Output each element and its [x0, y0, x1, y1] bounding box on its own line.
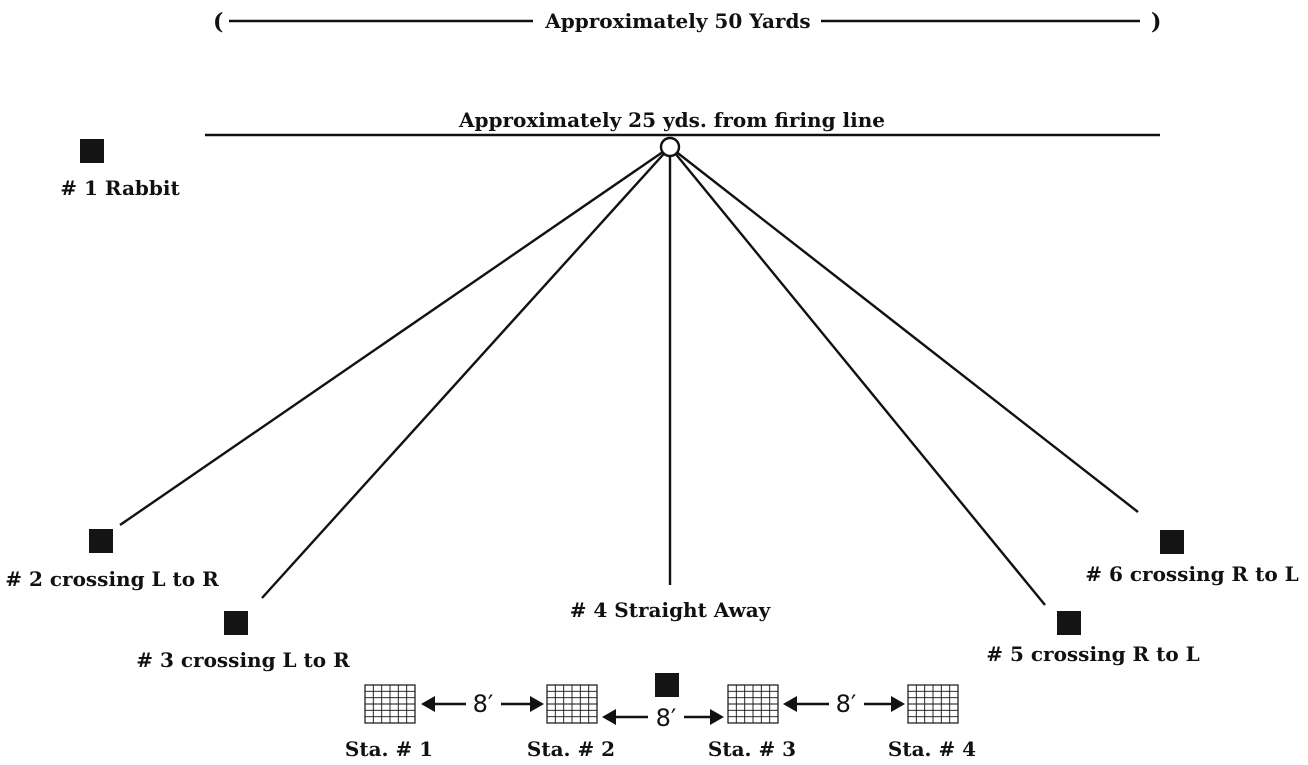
spacing-label: 8′ — [836, 690, 857, 718]
target-marker — [1057, 611, 1081, 635]
target-marker — [89, 529, 113, 553]
target-2: # 2 crossing L to R — [5, 529, 219, 591]
target-6: # 6 crossing R to L — [1085, 530, 1299, 586]
paren-close: ) — [1151, 9, 1161, 35]
flight-path-5 — [669, 146, 1046, 606]
station-pad-grid — [547, 685, 597, 723]
target-marker — [655, 673, 679, 697]
target-label: # 3 crossing L to R — [136, 648, 350, 672]
arrow-head-right — [530, 696, 544, 712]
station-label-1: Sta. # 1 — [345, 737, 433, 761]
trap-origin-marker — [659, 136, 681, 158]
station-label-3: Sta. # 3 — [708, 737, 796, 761]
spacing-label: 8′ — [656, 704, 677, 732]
target-label: # 1 Rabbit — [60, 176, 180, 200]
target-label: # 4 Straight Away — [570, 598, 772, 622]
flight-path-6 — [669, 146, 1139, 513]
station-pad-grid — [728, 685, 778, 723]
station-label-2: Sta. # 2 — [527, 737, 615, 761]
target-label: # 5 crossing R to L — [986, 642, 1199, 666]
station-2 — [546, 684, 598, 724]
spacing-arrow-1-2: 8′ — [421, 690, 544, 718]
station-label-4: Sta. # 4 — [888, 737, 976, 761]
arrow-head-left — [421, 696, 435, 712]
arrow-head-left — [602, 709, 616, 725]
spacing-arrow-3-4: 8′ — [783, 690, 905, 718]
arrow-head-left — [783, 696, 797, 712]
field-width-dimension: ( Approximately 50 Yards ) — [213, 9, 1161, 35]
arrow-head-right — [891, 696, 905, 712]
trap-line-label: Approximately 25 yds. from firing line — [458, 108, 885, 132]
target-1: # 1 Rabbit — [60, 139, 180, 200]
station-pad-grid — [908, 685, 958, 723]
target-label: # 6 crossing R to L — [1085, 562, 1298, 586]
target-4: # 4 Straight Away — [570, 598, 772, 697]
spacing-label: 8′ — [473, 690, 494, 718]
target-marker — [80, 139, 104, 163]
station-3 — [727, 684, 779, 724]
station-pad-grid — [365, 685, 415, 723]
target-marker — [1160, 530, 1184, 554]
paren-open: ( — [213, 9, 223, 35]
target-3: # 3 crossing L to R — [136, 611, 350, 672]
flight-path-2 — [119, 146, 671, 526]
target-5: # 5 crossing R to L — [986, 611, 1200, 666]
target-marker — [224, 611, 248, 635]
arrow-head-right — [710, 709, 724, 725]
flight-paths — [119, 146, 1139, 606]
flight-path-3 — [261, 146, 671, 599]
field-width-label: Approximately 50 Yards — [544, 9, 810, 33]
station-1 — [364, 684, 416, 724]
target-label: # 2 crossing L to R — [5, 567, 219, 591]
station-4 — [907, 684, 959, 724]
spacing-arrow-2-3: 8′ — [602, 704, 724, 732]
